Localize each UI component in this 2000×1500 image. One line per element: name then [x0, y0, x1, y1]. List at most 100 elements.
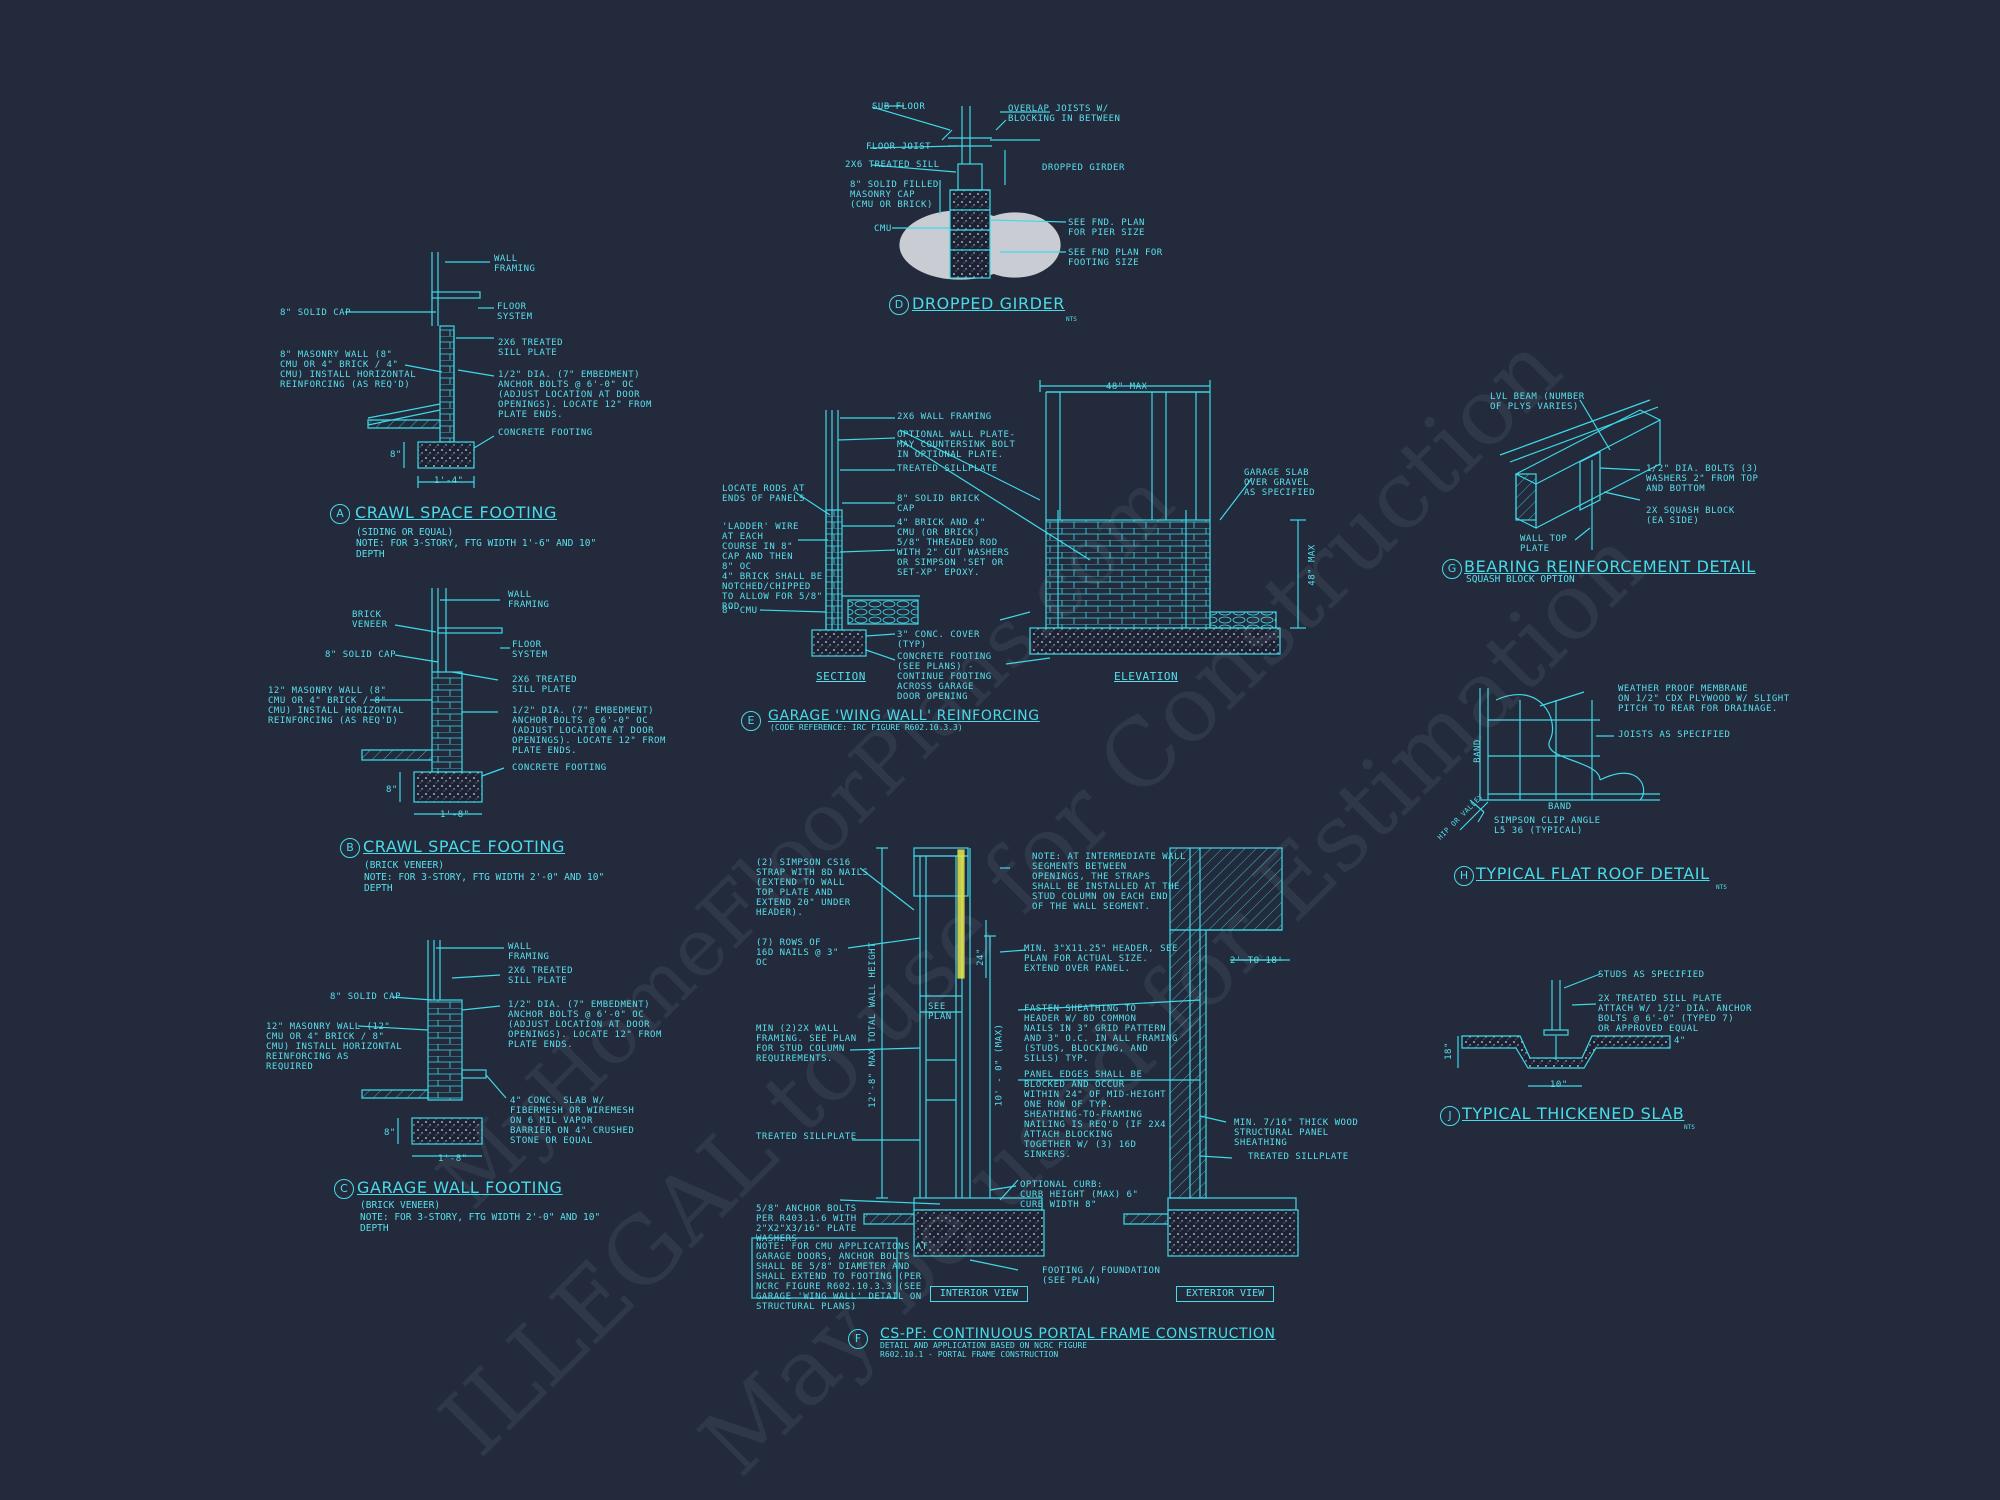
- c-label-wall-framing: WALL FRAMING: [508, 942, 550, 962]
- f-label-cmu-note: NOTE: FOR CMU APPLICATIONS AT GARAGE DOO…: [756, 1242, 928, 1312]
- a-dim-width: 1'-4": [434, 476, 464, 486]
- b-dim-width: 1'-8": [440, 810, 470, 820]
- e-label-concrete-footing: CONCRETE FOOTING (SEE PLANS) - CONTINUE …: [897, 652, 992, 702]
- detail-j-drawing: [1457, 973, 1671, 1087]
- j-label-sill-plate: 2x TREATED SILL PLATE ATTACH w/ 1/2" DIA…: [1598, 994, 1752, 1034]
- a-marker: A: [330, 504, 350, 524]
- h-label-band-bottom: BAND: [1548, 802, 1572, 812]
- f-label-panel-edges: PANEL EDGES SHALL BE BLOCKED AND OCCUR W…: [1024, 1070, 1167, 1160]
- d-label-masonry-cap: 8" SOLID FILLED MASONRY CAP (CMU OR BRIC…: [850, 180, 939, 210]
- f-label-min-framing: MIN (2)2X WALL FRAMING. SEE PLAN FOR STU…: [756, 1024, 857, 1064]
- e-label-garage-slab: GARAGE SLAB OVER GRAVEL AS SPECIFIED: [1244, 468, 1316, 498]
- f-label-see-plan: SEE PLAN: [928, 1002, 952, 1022]
- f-label-treated-sill-right: TREATED SILLPLATE: [1248, 1152, 1349, 1162]
- f-dim-24: 24": [975, 948, 986, 966]
- a-title: CRAWL SPACE FOOTING: [355, 503, 557, 522]
- g-label-lvl-beam: LVL BEAM (NUMBER OF PLYS VARIES): [1490, 392, 1585, 412]
- b-label-floor-system: FLOOR SYSTEM: [512, 640, 548, 660]
- d-label-overlap-joists: OVERLAP JOISTS w/ BLOCKING IN BETWEEN: [1008, 104, 1121, 124]
- f-interior-view: INTERIOR VIEW: [930, 1286, 1028, 1302]
- f-label-span: 2' TO 18': [1230, 956, 1284, 966]
- e-label-locate-rods: LOCATE RODS AT ENDS OF PANELS: [722, 484, 805, 504]
- b-subtitle: (BRICK VENEER): [364, 860, 445, 871]
- a-label-anchor-bolts: 1/2" DIA. (7" EMBEDMENT) ANCHOR BOLTS @ …: [498, 370, 652, 420]
- c-dim-width: 1'-8": [438, 1154, 468, 1164]
- h-label-clip-angle: SIMPSON CLIP ANGLE L5 36 (TYPICAL): [1494, 816, 1601, 836]
- d-label-pier-size: SEE FND. PLAN FOR PIER SIZE: [1068, 218, 1145, 238]
- h-label-joists: JOISTS AS SPECIFIED: [1618, 730, 1731, 740]
- e-section-label: SECTION: [816, 670, 866, 683]
- e-label-solid-brick-cap: 8" SOLID BRICK CAP: [897, 494, 980, 514]
- d-label-cmu: CMU: [874, 224, 892, 234]
- e-dim-top: 48" MAX: [1106, 382, 1148, 392]
- e-label-threaded-rod: 5/8" THREADED ROD WITH 2" CUT WASHERS OR…: [897, 538, 1010, 578]
- e-label-treated-sill: TREATED SILLPLATE: [897, 464, 998, 474]
- e-subtitle: (CODE REFERENCE: IRC FIGURE R602.10.3.3): [770, 723, 963, 732]
- d-nts: NTS: [1066, 316, 1077, 323]
- a-label-sill-plate: 2x6 TREATED SILL PLATE: [498, 338, 564, 358]
- d-title: DROPPED GIRDER: [912, 294, 1066, 313]
- e-title: GARAGE 'WING WALL' REINFORCING: [768, 708, 1040, 724]
- detail-b-drawing: [361, 588, 510, 815]
- f-label-foundation: FOOTING / FOUNDATION (SEE PLAN): [1042, 1266, 1161, 1286]
- a-subtitle: (SIDING OR EQUAL): [356, 527, 454, 538]
- f-dim-max: 10' - 0" (MAX): [994, 1023, 1005, 1107]
- e-label-wall-framing: 2x6 WALL FRAMING: [897, 412, 992, 422]
- b-dim-depth: 8": [386, 785, 398, 795]
- g-title: BEARING REINFORCEMENT DETAIL: [1464, 557, 1756, 576]
- f-label-wood-panel: MIN. 7/16" THICK WOOD STRUCTURAL PANEL S…: [1234, 1118, 1359, 1148]
- a-note: NOTE: FOR 3-STORY, FTG WIDTH 1'-6" AND 1…: [356, 538, 597, 560]
- f-label-fasten-sheathing: FASTEN SHEATHING TO HEADER w/ 8d COMMON …: [1024, 1004, 1178, 1064]
- f-subtitle: DETAIL AND APPLICATION BASED ON NCRC FIG…: [880, 1341, 1088, 1359]
- detail-e-drawing: [759, 380, 1306, 665]
- f-label-header: MIN. 3"x11.25" HEADER, SEE PLAN FOR ACTU…: [1024, 944, 1178, 974]
- d-label-floor-joist: FLOOR JOIST: [866, 142, 932, 152]
- j-title: TYPICAL THICKENED SLAB: [1462, 1104, 1685, 1123]
- detail-h-drawing: [1459, 688, 1660, 831]
- b-title: CRAWL SPACE FOOTING: [363, 837, 565, 856]
- j-dim-18: 18": [1443, 1042, 1454, 1060]
- h-nts: NTS: [1716, 884, 1727, 891]
- a-label-solid-cap: 8" SOLID CAP: [280, 308, 352, 318]
- g-label-squash-block: 2x SQUASH BLOCK (EA SIDE): [1646, 506, 1735, 526]
- a-label-floor-system: FLOOR SYSTEM: [497, 302, 533, 322]
- b-label-footing: CONCRETE FOOTING: [512, 763, 607, 773]
- f-label-treated-sill-left: TREATED SILLPLATE: [756, 1132, 857, 1142]
- detail-d-drawing: [869, 105, 1067, 280]
- g-label-wall-top-plate: WALL TOP PLATE: [1520, 534, 1568, 554]
- a-label-footing: CONCRETE FOOTING: [498, 428, 593, 438]
- h-title: TYPICAL FLAT ROOF DETAIL: [1476, 864, 1710, 883]
- a-dim-depth: 8": [390, 450, 402, 460]
- e-label-optional-plate: OPTIONAL WALL PLATE- MAY COUNTERSINK BOL…: [897, 430, 1016, 460]
- c-label-solid-cap: 8" SOLID CAP: [330, 992, 402, 1002]
- f-dim-wall-height: 12'-8" MAX TOTAL WALL HEIGHT: [867, 942, 878, 1108]
- f-marker: F: [848, 1329, 868, 1349]
- c-dim-depth: 8": [384, 1128, 396, 1138]
- h-marker: H: [1454, 866, 1474, 886]
- b-label-anchor-bolts: 1/2" DIA. (7" EMBEDMENT) ANCHOR BOLTS @ …: [512, 706, 666, 756]
- detail-a-drawing: [345, 252, 495, 488]
- b-label-sill-plate: 2x6 TREATED SILL PLATE: [512, 675, 578, 695]
- detail-c-drawing: [357, 940, 507, 1157]
- e-label-cmu: 8" CMU: [722, 606, 758, 616]
- j-label-studs: STUDS AS SPECIFIED: [1598, 970, 1705, 980]
- f-label-strap: (2) SIMPSON CS16 STRAP WITH 8d NAILS (EX…: [756, 858, 869, 918]
- b-marker: B: [340, 838, 360, 858]
- d-label-treated-sill: 2x6 TREATED SILL: [845, 160, 940, 170]
- c-note: NOTE: FOR 3-STORY, FTG WIDTH 2'-0" AND 1…: [360, 1212, 601, 1234]
- b-label-wall-framing: WALL FRAMING: [508, 590, 550, 610]
- f-label-optional-curb: OPTIONAL CURB: CURB HEIGHT (MAX) 6" CURB…: [1020, 1180, 1139, 1210]
- d-marker: D: [889, 295, 909, 315]
- j-nts: NTS: [1684, 1124, 1695, 1131]
- e-elevation-label: ELEVATION: [1114, 670, 1179, 683]
- e-label-ladder-wire: 'LADDER' WIRE AT EACH COURSE IN 8" CAP A…: [722, 522, 823, 612]
- f-title: CS-PF: CONTINUOUS PORTAL FRAME CONSTRUCT…: [880, 1326, 1276, 1342]
- c-label-masonry-wall: 12" MASONRY WALL (12" CMU OR 4" BRICK / …: [266, 1022, 403, 1072]
- e-dim-right: 48" MAX: [1307, 544, 1318, 586]
- c-marker: C: [334, 1179, 354, 1199]
- a-label-masonry-wall: 8" MASONRY WALL (8" CMU OR 4" BRICK / 4"…: [280, 350, 417, 390]
- j-dim-10: 10": [1550, 1080, 1568, 1090]
- d-label-footing-size: SEE FND PLAN FOR FOOTING SIZE: [1068, 248, 1163, 268]
- j-marker: J: [1440, 1106, 1460, 1126]
